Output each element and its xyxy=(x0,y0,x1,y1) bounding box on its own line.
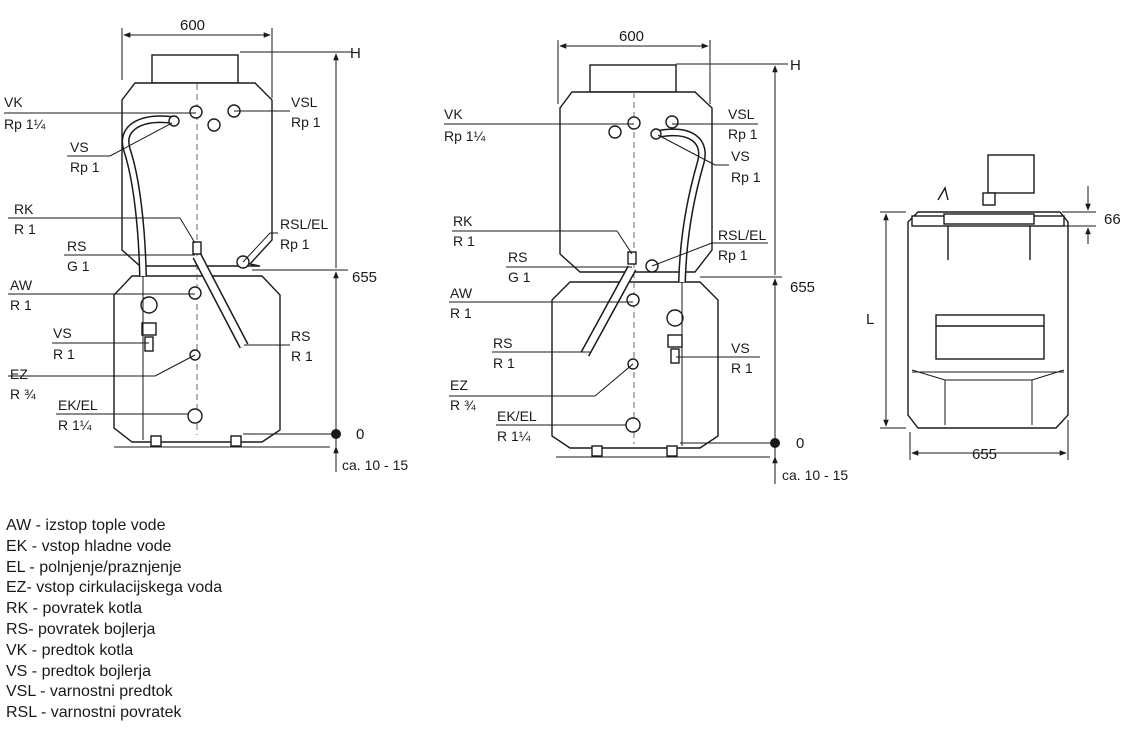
left-vs-bottom-label: VS xyxy=(53,325,72,341)
left-rsl-el-label: RSL/EL xyxy=(280,216,328,232)
middle-width-label: 600 xyxy=(619,28,644,45)
left-foot-gap-label: ca. 10 - 15 xyxy=(342,457,408,473)
middle-vk-thread: Rp 1¼ xyxy=(444,128,486,144)
middle-655-label: 655 xyxy=(790,279,815,296)
middle-rs-bottom-thread: R 1 xyxy=(493,355,515,371)
left-rsl-el-thread: Rp 1 xyxy=(280,236,310,252)
middle-zero-label: 0 xyxy=(796,435,804,452)
abbreviation-legend: AW - izstop tople vode EK - vstop hladne… xyxy=(6,516,222,724)
left-vsl-thread: Rp 1 xyxy=(291,114,321,130)
legend-item-rsl: RSL - varnostni povratek xyxy=(6,704,182,722)
legend-item-vs: VS - predtok bojlerja xyxy=(6,662,151,680)
side-width-label: 655 xyxy=(972,446,997,463)
middle-top-cap xyxy=(589,64,677,93)
middle-vs-bottom-label: VS xyxy=(731,340,750,356)
left-dimensions xyxy=(114,28,352,472)
middle-ez-thread: R ¾ xyxy=(450,397,476,413)
left-rs-top-label: RS xyxy=(67,238,86,254)
middle-height-label: H xyxy=(790,57,801,74)
middle-vs-top-label: VS xyxy=(731,148,750,164)
middle-rs-top-label: RS xyxy=(508,249,527,265)
middle-ez-label: EZ xyxy=(450,377,468,393)
legend-item-rs: RS- povratek bojlerja xyxy=(6,620,156,638)
middle-rk-thread: R 1 xyxy=(453,233,475,249)
side-dimensions xyxy=(880,186,1096,460)
left-boiler-view xyxy=(113,54,281,447)
left-ek-el-thread: R 1¼ xyxy=(58,417,92,433)
left-rs-bottom-thread: R 1 xyxy=(291,348,313,364)
middle-ek-el-thread: R 1¼ xyxy=(497,428,531,444)
middle-rs-bottom-label: RS xyxy=(493,335,512,351)
middle-rsl-el-label: RSL/EL xyxy=(718,227,766,243)
left-ek-el-label: EK/EL xyxy=(58,397,98,413)
middle-dimensions xyxy=(556,40,788,484)
middle-foot-gap-label: ca. 10 - 15 xyxy=(782,467,848,483)
middle-vsl-thread: Rp 1 xyxy=(728,126,758,142)
middle-aw-label: AW xyxy=(450,285,473,301)
legend-item-rk: RK - povratek kotla xyxy=(6,600,143,618)
legend-item-vk: VK - predtok kotla xyxy=(6,641,134,659)
middle-rk-label: RK xyxy=(453,213,473,229)
middle-ek-el-label: EK/EL xyxy=(497,408,537,424)
left-vs-bottom-thread: R 1 xyxy=(53,346,75,362)
left-aw-thread: R 1 xyxy=(10,297,32,313)
middle-leaders xyxy=(444,123,768,426)
middle-zero-datum xyxy=(770,438,780,448)
legend-item-vsl: VSL - varnostni predtok xyxy=(6,683,173,701)
left-rs-top-thread: G 1 xyxy=(67,258,90,274)
legend-item-ek: EK - vstop hladne vode xyxy=(6,537,172,555)
middle-vs-top-thread: Rp 1 xyxy=(731,169,761,185)
middle-rsl-el-thread: Rp 1 xyxy=(718,247,748,263)
middle-aw-thread: R 1 xyxy=(450,305,472,321)
left-vk-label: VK xyxy=(4,94,23,110)
side-burner-panel xyxy=(935,314,1045,360)
left-width-label: 600 xyxy=(180,17,205,34)
middle-upper-tank xyxy=(559,91,713,273)
left-ez-thread: R ¾ xyxy=(10,386,36,402)
middle-vs-bottom-thread: R 1 xyxy=(731,360,753,376)
left-top-cap xyxy=(151,54,239,84)
legend-item-ez: EZ- vstop cirkulacijskega voda xyxy=(6,579,223,597)
legend-item-aw: AW - izstop tople vode xyxy=(6,517,166,534)
middle-vsl-label: VSL xyxy=(728,106,755,122)
side-66-label: 66 xyxy=(1104,211,1121,228)
legend-item-el: EL - polnjenje/praznjenje xyxy=(6,558,182,576)
left-655-label: 655 xyxy=(352,269,377,286)
left-vk-thread: Rp 1¼ xyxy=(4,116,46,132)
left-ez-label: EZ xyxy=(10,366,28,382)
middle-rs-top-thread: G 1 xyxy=(508,269,531,285)
left-leaders xyxy=(4,110,290,415)
side-l-label: L xyxy=(866,311,874,328)
left-vs-top-label: VS xyxy=(70,139,89,155)
left-zero-datum xyxy=(331,429,341,439)
left-rk-thread: R 1 xyxy=(14,221,36,237)
left-vs-top-thread: Rp 1 xyxy=(70,159,100,175)
left-rk-label: RK xyxy=(14,201,34,217)
middle-vk-label: VK xyxy=(444,106,463,122)
left-height-label: H xyxy=(350,45,361,62)
left-vsl-label: VSL xyxy=(291,94,318,110)
side-view xyxy=(907,154,1069,429)
left-rs-bottom-label: RS xyxy=(291,328,310,344)
middle-boiler-view xyxy=(551,64,719,457)
left-aw-label: AW xyxy=(10,277,33,293)
side-top-box xyxy=(987,154,1035,194)
left-zero-label: 0 xyxy=(356,426,364,443)
